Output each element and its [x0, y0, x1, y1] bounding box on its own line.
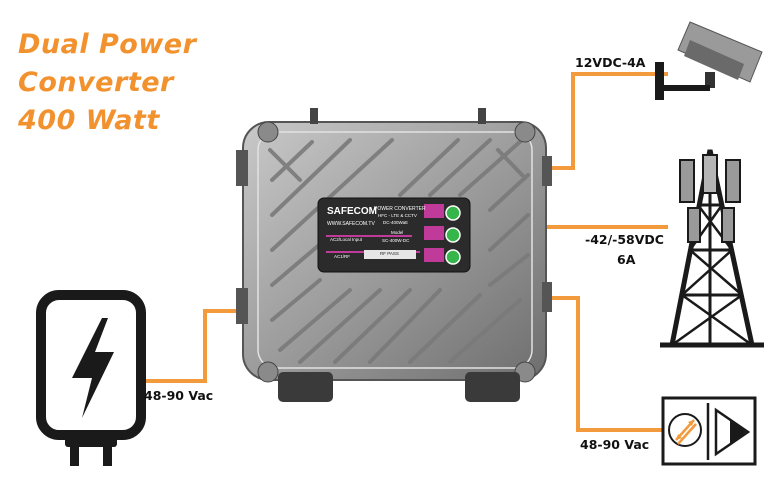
status-led-1	[445, 205, 461, 221]
plate-acrf-label: AC1/RF	[334, 254, 351, 259]
cable-input	[140, 309, 265, 383]
cable-amplifier	[545, 296, 662, 432]
tower-current-label: 6A	[617, 252, 636, 267]
headline: Dual Power Converter 400 Watt	[18, 26, 196, 140]
plate-power: DC-400Watt	[383, 220, 408, 225]
headline-line-3: 400 Watt	[18, 105, 160, 136]
camera-icon	[655, 21, 763, 100]
lightning-icon	[72, 318, 114, 418]
plate-model-label: Model	[391, 230, 404, 235]
plate-model: SC-400W-DC	[382, 238, 410, 243]
plate-input-label: AC2/Local Input	[330, 237, 363, 242]
amplifier-output-label: 48-90 Vac	[580, 437, 650, 452]
tower-voltage-label: -42/-58VDC	[585, 232, 664, 247]
plate-website: WWW.SAFECOM.TV	[327, 221, 375, 227]
plate-brand: SAFECOM	[327, 206, 377, 217]
amplifier-icon	[661, 396, 757, 466]
headline-line-1: Dual Power	[18, 29, 197, 60]
status-led-3	[445, 249, 461, 265]
device-label-plate	[317, 197, 471, 273]
plate-rf-pass: RF PASS	[380, 251, 399, 256]
plate-subtitle: HFC - LTE & CCTV	[378, 213, 417, 218]
power-source-outline	[36, 290, 146, 466]
cable-camera	[545, 72, 668, 170]
cell-tower-icon	[660, 149, 764, 348]
status-led-2	[445, 227, 461, 243]
plate-product: POWER CONVERTER	[374, 206, 426, 212]
headline-line-2: Converter	[18, 67, 174, 98]
input-voltage-label: 48-90 Vac	[144, 388, 214, 403]
camera-output-label: 12VDC-4A	[575, 55, 646, 70]
